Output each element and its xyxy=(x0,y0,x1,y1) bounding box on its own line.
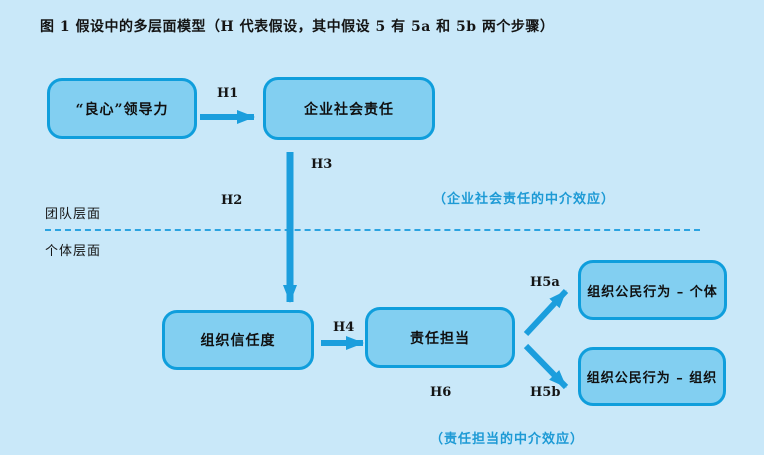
node-label: 组织公民行为 – 个体 xyxy=(587,284,718,300)
node-ocb-individual: 组织公民行为 – 个体 xyxy=(578,260,727,320)
node-csr: 企业社会责任 xyxy=(263,77,435,140)
node-responsibility: 责任担当 xyxy=(365,307,515,368)
arrow-h5b-responsibility-to-ocb-org xyxy=(523,343,569,390)
node-ocb-org: 组织公民行为 – 组织 xyxy=(578,347,726,406)
annotation-csr-mediation: （企业社会责任的中介效应） xyxy=(433,192,616,207)
level-label-team: 团队层面 xyxy=(45,207,102,222)
node-label: 组织公民行为 – 组织 xyxy=(586,371,718,386)
node-label: 企业社会责任 xyxy=(304,101,394,118)
figure-title: 图 1 假设中的多层面模型（H 代表假设，其中假设 5 有 5a 和 5b 两个… xyxy=(40,19,555,35)
level-divider-dashed-line xyxy=(45,229,700,231)
hypothesis-label-h6: H6 xyxy=(430,385,452,400)
node-org-trust: 组织信任度 xyxy=(162,310,314,370)
hypothesis-label-h5a: H5a xyxy=(530,275,560,290)
hypothesis-label-h2: H2 xyxy=(221,193,243,208)
arrow-h5a-responsibility-to-ocb-individual xyxy=(523,288,569,337)
node-label: 组织信任度 xyxy=(200,333,276,349)
hypothesis-label-h5b: H5b xyxy=(530,385,561,400)
annotation-responsibility-mediation: （责任担当的中介效应） xyxy=(430,432,585,447)
hypothesis-label-h1: H1 xyxy=(217,86,239,101)
level-label-individual: 个体层面 xyxy=(45,244,102,259)
hypothesis-label-h4: H4 xyxy=(333,320,355,335)
hypothesis-label-h3: H3 xyxy=(311,157,333,172)
node-label: “良心”领导力 xyxy=(75,101,169,118)
node-conscience-leadership: “良心”领导力 xyxy=(47,78,197,139)
node-label: 责任担当 xyxy=(410,330,470,347)
